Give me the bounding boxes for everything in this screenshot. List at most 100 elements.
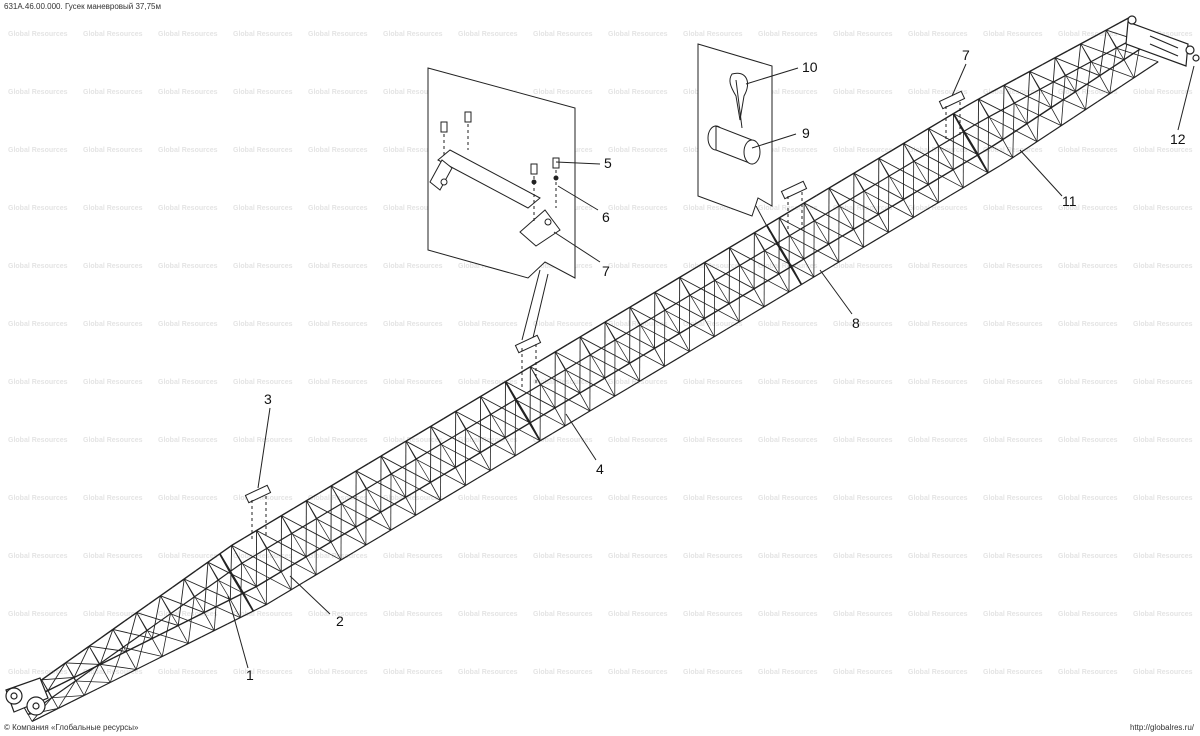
- svg-text:Global Resources: Global Resources: [983, 263, 1043, 270]
- svg-text:Global Resources: Global Resources: [683, 669, 743, 676]
- svg-text:Global Resources: Global Resources: [908, 89, 968, 96]
- svg-text:Global Resources: Global Resources: [683, 437, 743, 444]
- svg-text:Global Resources: Global Resources: [233, 321, 293, 328]
- svg-text:Global Resources: Global Resources: [1133, 263, 1193, 270]
- svg-text:Global Resources: Global Resources: [758, 553, 818, 560]
- svg-text:Global Resources: Global Resources: [533, 379, 593, 386]
- svg-text:Global Resources: Global Resources: [683, 321, 743, 328]
- svg-text:Global Resources: Global Resources: [533, 553, 593, 560]
- connector-pins: [244, 90, 966, 540]
- svg-text:Global Resources: Global Resources: [908, 205, 968, 212]
- svg-text:Global Resources: Global Resources: [1058, 495, 1118, 502]
- svg-text:Global Resources: Global Resources: [158, 379, 218, 386]
- svg-text:Global Resources: Global Resources: [758, 31, 818, 38]
- svg-text:Global Resources: Global Resources: [1133, 437, 1193, 444]
- footer-copyright: © Компания «Глобальные ресурсы»: [4, 723, 139, 732]
- callout-6: 6: [602, 209, 610, 225]
- svg-text:Global Resources: Global Resources: [983, 321, 1043, 328]
- svg-text:Global Resources: Global Resources: [233, 147, 293, 154]
- svg-text:Global Resources: Global Resources: [8, 321, 68, 328]
- svg-text:Global Resources: Global Resources: [83, 31, 143, 38]
- svg-text:Global Resources: Global Resources: [158, 31, 218, 38]
- svg-text:Global Resources: Global Resources: [683, 611, 743, 618]
- boom-tip-head: [1125, 15, 1200, 67]
- svg-text:Global Resources: Global Resources: [983, 89, 1043, 96]
- svg-text:Global Resources: Global Resources: [533, 437, 593, 444]
- svg-text:Global Resources: Global Resources: [8, 205, 68, 212]
- svg-text:Global Resources: Global Resources: [1133, 553, 1193, 560]
- svg-text:Global Resources: Global Resources: [683, 379, 743, 386]
- svg-text:Global Resources: Global Resources: [308, 437, 368, 444]
- svg-text:Global Resources: Global Resources: [908, 321, 968, 328]
- svg-text:Global Resources: Global Resources: [833, 205, 893, 212]
- callout-7-left: 7: [602, 263, 610, 279]
- svg-text:Global Resources: Global Resources: [158, 669, 218, 676]
- callout-12: 12: [1170, 131, 1186, 147]
- svg-text:Global Resources: Global Resources: [308, 31, 368, 38]
- svg-text:Global Resources: Global Resources: [1133, 89, 1193, 96]
- svg-text:Global Resources: Global Resources: [533, 31, 593, 38]
- svg-text:Global Resources: Global Resources: [158, 147, 218, 154]
- svg-text:Global Resources: Global Resources: [908, 669, 968, 676]
- svg-text:Global Resources: Global Resources: [608, 437, 668, 444]
- svg-text:Global Resources: Global Resources: [308, 611, 368, 618]
- svg-text:Global Resources: Global Resources: [383, 205, 443, 212]
- svg-text:Global Resources: Global Resources: [608, 553, 668, 560]
- callouts: 1 2 3 4 5 6 7 7 8 9 10 11 12: [246, 47, 1186, 683]
- svg-text:Global Resources: Global Resources: [383, 89, 443, 96]
- svg-text:Global Resources: Global Resources: [158, 611, 218, 618]
- svg-text:Global Resources: Global Resources: [908, 437, 968, 444]
- svg-text:Global Resources: Global Resources: [383, 379, 443, 386]
- svg-text:Global Resources: Global Resources: [608, 611, 668, 618]
- svg-text:Global Resources: Global Resources: [458, 31, 518, 38]
- svg-text:Global Resources: Global Resources: [158, 263, 218, 270]
- svg-text:Global Resources: Global Resources: [833, 611, 893, 618]
- svg-text:Global Resources: Global Resources: [83, 669, 143, 676]
- svg-text:Global Resources: Global Resources: [8, 437, 68, 444]
- svg-text:Global Resources: Global Resources: [1058, 89, 1118, 96]
- svg-text:Global Resources: Global Resources: [758, 669, 818, 676]
- svg-text:Global Resources: Global Resources: [308, 321, 368, 328]
- svg-text:Global Resources: Global Resources: [908, 31, 968, 38]
- svg-text:Global Resources: Global Resources: [908, 147, 968, 154]
- svg-text:Global Resources: Global Resources: [83, 263, 143, 270]
- footer-url[interactable]: http://globalres.ru/: [1129, 723, 1194, 732]
- callout-7-right: 7: [962, 47, 970, 63]
- lattice-boom-truss: [17, 15, 1159, 722]
- svg-text:Global Resources: Global Resources: [833, 31, 893, 38]
- svg-text:Global Resources: Global Resources: [1058, 669, 1118, 676]
- svg-text:Global Resources: Global Resources: [383, 611, 443, 618]
- svg-text:Global Resources: Global Resources: [608, 263, 668, 270]
- svg-text:Global Resources: Global Resources: [983, 379, 1043, 386]
- svg-text:Global Resources: Global Resources: [608, 89, 668, 96]
- callout-5: 5: [604, 155, 612, 171]
- svg-text:Global Resources: Global Resources: [983, 553, 1043, 560]
- svg-text:Global Resources: Global Resources: [1133, 611, 1193, 618]
- svg-text:Global Resources: Global Resources: [233, 379, 293, 386]
- svg-text:Global Resources: Global Resources: [83, 437, 143, 444]
- svg-text:Global Resources: Global Resources: [83, 205, 143, 212]
- svg-text:Global Resources: Global Resources: [8, 89, 68, 96]
- svg-text:Global Resources: Global Resources: [908, 611, 968, 618]
- svg-text:Global Resources: Global Resources: [383, 321, 443, 328]
- svg-text:Global Resources: Global Resources: [308, 669, 368, 676]
- svg-text:Global Resources: Global Resources: [83, 379, 143, 386]
- svg-text:Global Resources: Global Resources: [983, 437, 1043, 444]
- svg-text:Global Resources: Global Resources: [1058, 553, 1118, 560]
- svg-text:Global Resources: Global Resources: [458, 553, 518, 560]
- svg-text:Global Resources: Global Resources: [758, 147, 818, 154]
- svg-text:Global Resources: Global Resources: [1133, 669, 1193, 676]
- svg-text:Global Resources: Global Resources: [983, 31, 1043, 38]
- svg-text:Global Resources: Global Resources: [1058, 31, 1118, 38]
- svg-text:Global Resources: Global Resources: [758, 321, 818, 328]
- callout-4: 4: [596, 461, 604, 477]
- svg-text:Global Resources: Global Resources: [1058, 437, 1118, 444]
- svg-text:Global Resources: Global Resources: [308, 553, 368, 560]
- detail-panel-pin: [697, 43, 773, 233]
- svg-text:Global Resources: Global Resources: [683, 553, 743, 560]
- svg-text:Global Resources: Global Resources: [833, 553, 893, 560]
- svg-text:Global Resources: Global Resources: [158, 553, 218, 560]
- svg-text:Global Resources: Global Resources: [833, 321, 893, 328]
- svg-text:Global Resources: Global Resources: [233, 263, 293, 270]
